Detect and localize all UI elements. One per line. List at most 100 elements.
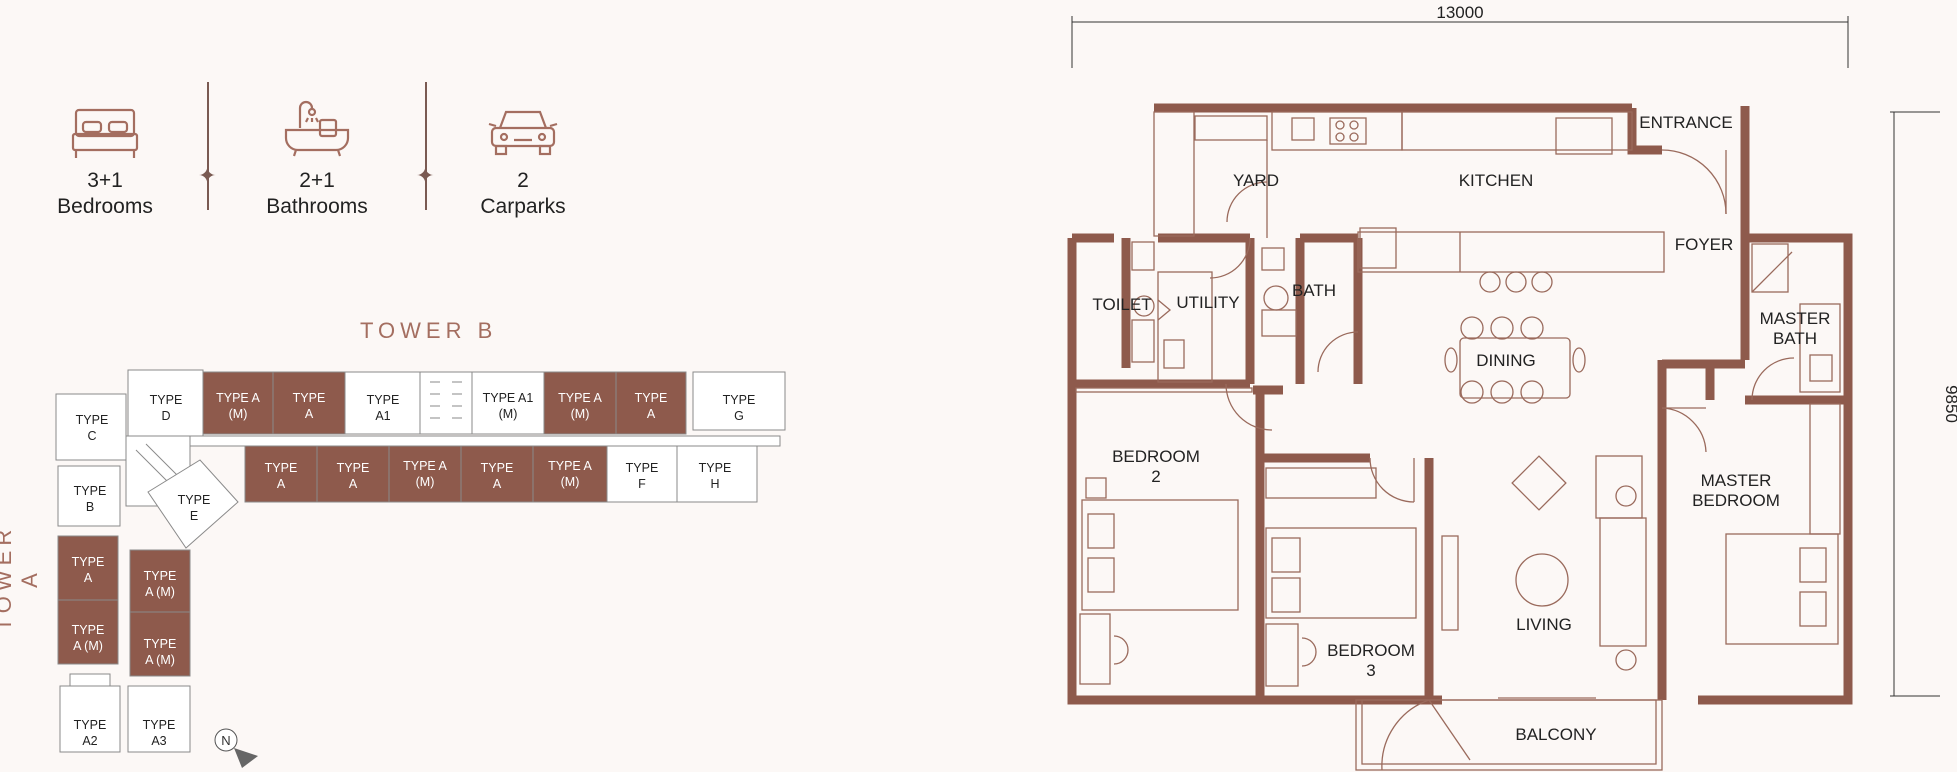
svg-text:TYPE: TYPE bbox=[699, 461, 732, 475]
svg-text:D: D bbox=[161, 409, 170, 423]
unit-type-a-m[interactable]: TYPE A (M) bbox=[202, 371, 274, 435]
room-bedroom-3: 3 bbox=[1366, 661, 1375, 680]
car-icon bbox=[443, 90, 603, 160]
svg-text:A (M): A (M) bbox=[145, 585, 175, 599]
room-master-bath: MASTER bbox=[1760, 309, 1831, 328]
svg-text:A: A bbox=[349, 477, 358, 491]
svg-text:A: A bbox=[84, 571, 93, 585]
divider-star-icon: ✦ bbox=[198, 163, 217, 188]
svg-text:TYPE: TYPE bbox=[74, 718, 107, 732]
stat-bathrooms: 2+1 Bathrooms bbox=[237, 90, 397, 220]
room-bedroom-2: 2 bbox=[1151, 467, 1160, 486]
unit-type-a-m[interactable]: TYPE A (M) bbox=[532, 445, 608, 503]
unit-type-g[interactable]: TYPE G bbox=[692, 371, 786, 431]
svg-text:TYPE A: TYPE A bbox=[216, 391, 260, 405]
svg-text:G: G bbox=[734, 409, 744, 423]
unit-type-a3[interactable]: TYPE A3 bbox=[127, 685, 191, 753]
stat-divider bbox=[425, 82, 427, 210]
svg-text:N: N bbox=[221, 733, 230, 748]
svg-text:C: C bbox=[87, 429, 96, 443]
carparks-label: Carparks bbox=[480, 195, 566, 218]
svg-text:TYPE: TYPE bbox=[481, 461, 514, 475]
tower-b-label: TOWER B bbox=[360, 318, 498, 343]
stairs-core bbox=[419, 371, 473, 435]
svg-text:A1: A1 bbox=[375, 409, 390, 423]
stat-carparks: 2 Carparks bbox=[443, 90, 603, 220]
svg-text:TYPE: TYPE bbox=[143, 718, 176, 732]
svg-text:A (M): A (M) bbox=[73, 639, 103, 653]
width-dimension: 13000 bbox=[1436, 3, 1483, 22]
svg-text:TYPE: TYPE bbox=[265, 461, 298, 475]
unit-type-a1-m[interactable]: TYPE A1(M) bbox=[471, 371, 545, 435]
svg-text:TYPE: TYPE bbox=[76, 413, 109, 427]
svg-text:(M): (M) bbox=[229, 407, 248, 421]
unit-type-a[interactable]: TYPE A bbox=[57, 535, 119, 601]
svg-text:TYPE: TYPE bbox=[144, 637, 177, 651]
svg-text:TYPE: TYPE bbox=[144, 569, 177, 583]
unit-type-a[interactable]: TYPE A bbox=[460, 445, 534, 503]
unit-type-c[interactable]: TYPE C bbox=[55, 393, 127, 461]
svg-text:TYPE: TYPE bbox=[72, 555, 105, 569]
unit-type-a-m[interactable]: TYPE A (M) bbox=[57, 599, 119, 665]
bedrooms-value: 3+1 bbox=[87, 169, 123, 192]
svg-text:A: A bbox=[277, 477, 286, 491]
svg-text:E: E bbox=[190, 509, 198, 523]
carparks-value: 2 bbox=[517, 169, 529, 192]
svg-text:(M): (M) bbox=[416, 475, 435, 489]
unit-type-a2[interactable]: TYPE A2 bbox=[59, 685, 121, 753]
svg-text:(M): (M) bbox=[561, 475, 580, 489]
svg-text:H: H bbox=[710, 477, 719, 491]
divider-star-icon: ✦ bbox=[416, 163, 435, 188]
svg-text:TYPE: TYPE bbox=[723, 393, 756, 407]
svg-text:TYPE: TYPE bbox=[626, 461, 659, 475]
svg-text:A (M): A (M) bbox=[145, 653, 175, 667]
unit-type-a[interactable]: TYPE A bbox=[244, 445, 318, 503]
furniture bbox=[1075, 111, 1841, 771]
room-bath: BATH bbox=[1292, 281, 1336, 300]
unit-type-a-m[interactable]: TYPE A (M) bbox=[388, 445, 462, 503]
room-master-bedroom: BEDROOM bbox=[1692, 491, 1780, 510]
stat-bedrooms: 3+1 Bedrooms bbox=[25, 90, 185, 220]
svg-text:A: A bbox=[493, 477, 502, 491]
svg-text:F: F bbox=[638, 477, 646, 491]
svg-text:TYPE A: TYPE A bbox=[403, 459, 447, 473]
room-master-bedroom: MASTER bbox=[1701, 471, 1772, 490]
svg-text:TYPE: TYPE bbox=[72, 623, 105, 637]
room-bedroom-2: BEDROOM bbox=[1112, 447, 1200, 466]
unit-type-a-m[interactable]: TYPE A (M) bbox=[129, 611, 191, 677]
unit-type-a1[interactable]: TYPE A1 bbox=[344, 371, 421, 435]
room-bedroom-3: BEDROOM bbox=[1327, 641, 1415, 660]
room-living: LIVING bbox=[1516, 615, 1572, 634]
svg-text:B: B bbox=[86, 500, 94, 514]
unit-type-a-m[interactable]: TYPE A (M) bbox=[129, 549, 191, 613]
north-compass-icon: N bbox=[214, 728, 258, 768]
svg-text:(M): (M) bbox=[571, 407, 590, 421]
unit-type-h[interactable]: TYPE H bbox=[676, 445, 758, 503]
svg-text:TYPE: TYPE bbox=[367, 393, 400, 407]
svg-text:TYPE A: TYPE A bbox=[558, 391, 602, 405]
room-toilet: TOILET bbox=[1092, 295, 1151, 314]
room-entrance: ENTRANCE bbox=[1639, 113, 1733, 132]
unit-type-f[interactable]: TYPE F bbox=[606, 445, 678, 503]
bathrooms-label: Bathrooms bbox=[266, 195, 368, 218]
bathtub-icon bbox=[237, 90, 397, 160]
bedrooms-label: Bedrooms bbox=[57, 195, 153, 218]
svg-text:TYPE A: TYPE A bbox=[548, 459, 592, 473]
svg-text:TYPE A1: TYPE A1 bbox=[483, 391, 534, 405]
room-dining: DINING bbox=[1476, 351, 1536, 370]
bed-icon bbox=[25, 90, 185, 160]
room-foyer: FOYER bbox=[1675, 235, 1734, 254]
room-balcony: BALCONY bbox=[1515, 725, 1596, 744]
svg-text:A2: A2 bbox=[82, 734, 97, 748]
svg-text:A3: A3 bbox=[151, 734, 166, 748]
room-utility: UTILITY bbox=[1176, 293, 1239, 312]
unit-type-a-m[interactable]: TYPE A (M) bbox=[543, 371, 617, 435]
svg-text:A: A bbox=[305, 407, 314, 421]
